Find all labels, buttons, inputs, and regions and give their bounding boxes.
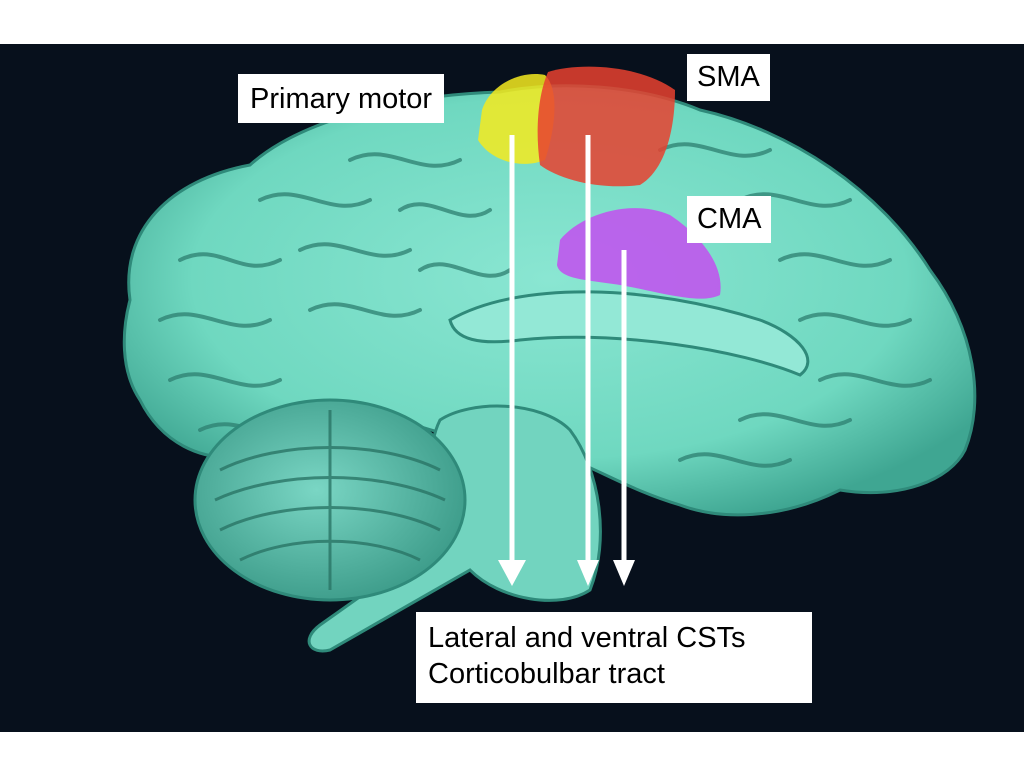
- sma-region: [537, 66, 675, 187]
- cerebellum-folia: [214, 410, 446, 590]
- tracts-label-line2: Corticobulbar tract: [428, 658, 665, 691]
- arrow-heads: [498, 560, 635, 586]
- sma-arrowhead: [577, 560, 599, 586]
- cma-arrowhead: [613, 560, 635, 586]
- primary-motor-region: [478, 74, 555, 164]
- gyri-texture: [158, 142, 932, 468]
- projection-arrows: [509, 135, 627, 565]
- primary-motor-arrowhead: [498, 560, 526, 586]
- cma-region: [557, 208, 721, 299]
- brain-photo-panel: [0, 44, 1024, 732]
- cma-label: CMA: [687, 196, 772, 243]
- primary-motor-label: Primary motor: [238, 74, 445, 123]
- sma-label: SMA: [687, 54, 770, 101]
- corpus-callosum: [448, 290, 810, 377]
- tracts-label-line1: Lateral and ventral CSTs: [428, 622, 746, 654]
- tracts-label: Lateral and ventral CSTs Corticobulbar t…: [416, 612, 812, 703]
- brain-illustration: [0, 44, 1024, 732]
